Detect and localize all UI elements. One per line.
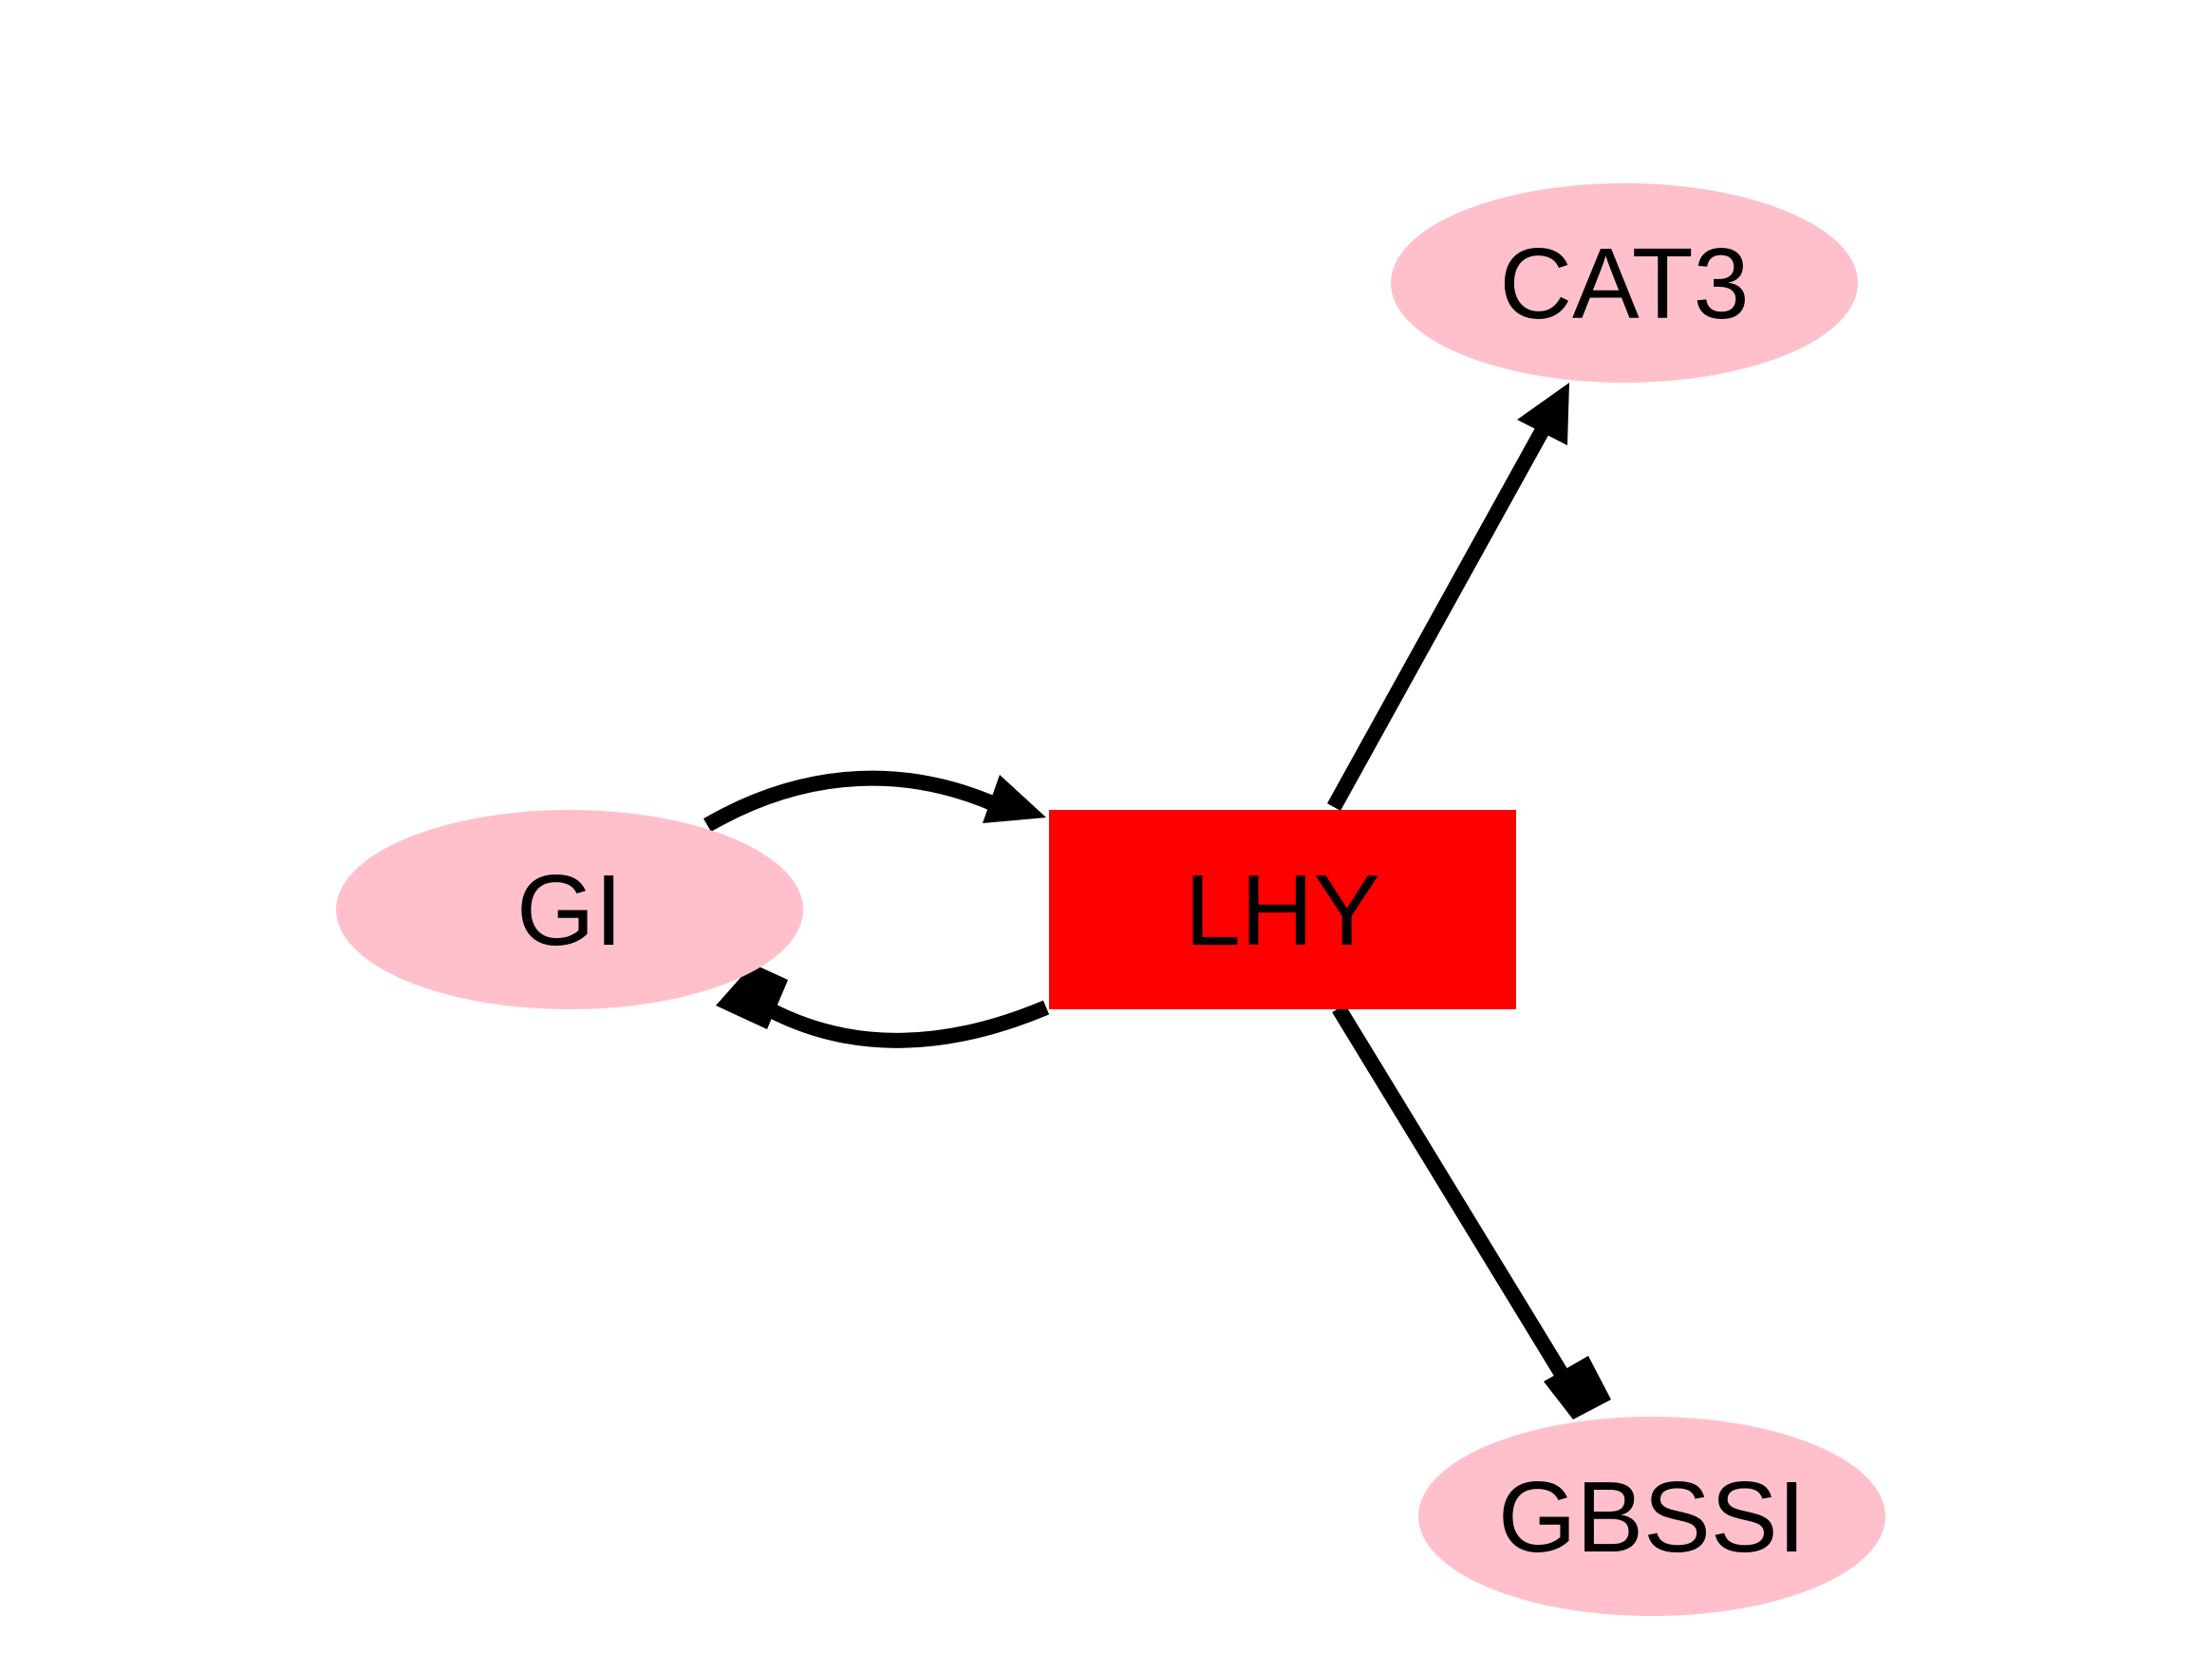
edge-lhy-to-cat3-line <box>1327 414 1556 811</box>
edge-lhy-to-gbssi <box>1332 1004 1611 1419</box>
edge-gi-to-lhy-arrowhead <box>983 775 1046 823</box>
node-gbssi-shape <box>1418 1417 1885 1616</box>
edge-lhy-to-gi-arrowhead <box>716 964 788 1029</box>
node-lhy-shape <box>1049 810 1516 1009</box>
node-gi-label: GI <box>516 855 623 967</box>
edge-lhy-to-gbssi-line <box>1332 1004 1571 1383</box>
node-gbssi-label: GBSSI <box>1498 1461 1806 1573</box>
edge-lhy-to-cat3-arrowhead <box>1517 383 1569 445</box>
node-cat3-shape <box>1391 183 1858 383</box>
node-gbssi[interactable]: GBSSI <box>1418 1417 1885 1616</box>
node-cat3-label: CAT3 <box>1499 228 1749 340</box>
edge-lhy-to-gi <box>716 964 1050 1048</box>
node-lhy-label: LHY <box>1185 855 1380 967</box>
node-cat3[interactable]: CAT3 <box>1391 183 1858 383</box>
node-gi-shape <box>336 810 803 1009</box>
edge-gi-to-lhy-line <box>703 770 1001 832</box>
edge-gi-to-lhy <box>703 770 1046 832</box>
edge-lhy-to-gbssi-arrowhead <box>1544 1356 1611 1419</box>
node-gi[interactable]: GI <box>336 810 803 1009</box>
edge-lhy-to-cat3 <box>1327 383 1569 811</box>
edge-lhy-to-gi-line <box>765 1000 1050 1048</box>
node-lhy[interactable]: LHY <box>1049 810 1516 1009</box>
